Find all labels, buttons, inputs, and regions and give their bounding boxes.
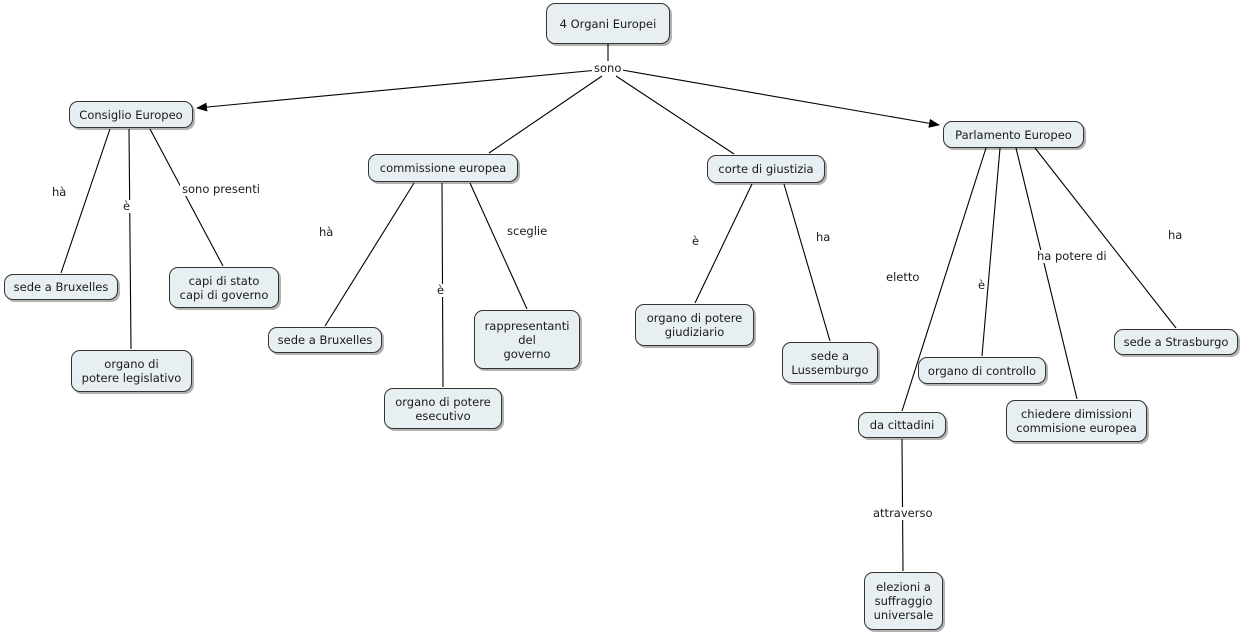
node-controllo[interactable]: organo di controllo (918, 357, 1046, 384)
edge-corte-to-giudiziario (694, 183, 753, 304)
link-label-parlamento-strasburgo: ha (1166, 228, 1185, 242)
link-label-parlamento-dimissioni: ha potere di (1035, 249, 1109, 263)
node-dimissioni[interactable]: chiedere dimissioni commisione europea (1006, 400, 1147, 442)
link-label-parlamento-cittadini: eletto (884, 270, 922, 284)
edge-consiglio-to-sede-bru-1 (60, 128, 111, 274)
node-capi[interactable]: capi di stato capi di governo (169, 267, 279, 308)
edge-cittadini-to-elezioni (901, 438, 904, 572)
link-label-commissione-sede: hà (317, 225, 336, 239)
edge-parlamento-to-controllo (981, 147, 1001, 357)
node-parlamento[interactable]: Parlamento Europeo (943, 121, 1084, 148)
edge-parlamento-to-strasburgo (1034, 147, 1177, 329)
link-label-cittadini-elezioni: attraverso (871, 506, 935, 520)
node-esecutivo[interactable]: organo di potere esecutivo (384, 388, 502, 429)
edge-commissione-to-sede-bru-2 (324, 182, 415, 327)
node-legislativo[interactable]: organo di potere legislativo (71, 350, 192, 392)
link-label-parlamento-controllo: è (976, 278, 988, 292)
node-root[interactable]: 4 Organi Europei (546, 3, 670, 44)
link-label-commissione-rappresentanti: sceglie (505, 224, 550, 238)
link-label-consiglio-capi: sono presenti (180, 182, 262, 196)
node-lussemburgo[interactable]: sede a Lussemburgo (782, 342, 878, 383)
link-label-consiglio-legislativo: è (121, 199, 133, 213)
edge-corte-to-lussemburgo (783, 183, 831, 342)
link-label-commissione-esecutivo: è (435, 283, 447, 297)
node-cittadini[interactable]: da cittadini (858, 412, 946, 438)
node-commissione[interactable]: commissione europea (368, 154, 518, 182)
link-label-corte-giudiziario: è (690, 234, 702, 248)
node-sede-bru-1[interactable]: sede a Bruxelles (4, 274, 118, 300)
node-elezioni[interactable]: elezioni a suffraggio universale (864, 572, 943, 630)
edge-consiglio-to-capi (149, 128, 224, 267)
edge-sono-hub-to-commissione (488, 75, 603, 154)
edge-sono-hub-to-consiglio (196, 69, 599, 112)
node-rappresentanti[interactable]: rappresentanti del governo (474, 310, 580, 369)
edge-sono-hub-to-corte (615, 75, 735, 155)
edge-consiglio-to-legislativo (128, 128, 132, 350)
node-giudiziario[interactable]: organo di potere giudiziario (635, 304, 754, 346)
node-consiglio[interactable]: Consiglio Europeo (69, 101, 193, 128)
node-corte[interactable]: corte di giustizia (707, 155, 825, 183)
edge-commissione-to-rappresentanti (469, 182, 528, 310)
node-sede-bru-2[interactable]: sede a Bruxelles (268, 327, 382, 353)
node-strasburgo[interactable]: sede a Strasburgo (1114, 329, 1238, 355)
edge-sono-hub-to-parlamento (621, 69, 940, 128)
link-label-root-children: sono (592, 61, 624, 75)
link-label-corte-lussemburgo: ha (814, 230, 833, 244)
link-label-consiglio-sede: hà (50, 185, 69, 199)
